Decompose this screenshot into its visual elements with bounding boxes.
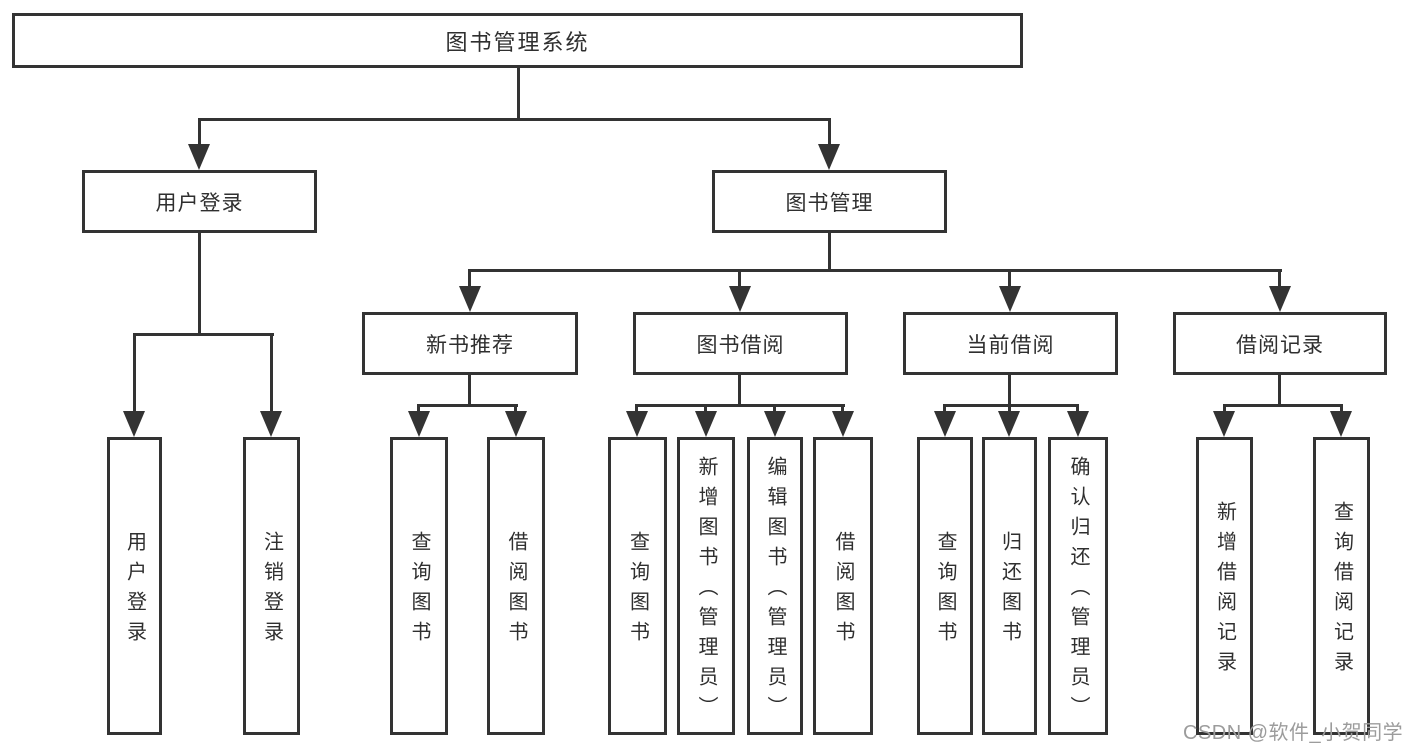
leaf-bb-add-book-admin: 新增图书（管理员） [677, 437, 735, 735]
leaf-nb-query-books-label: 查询图书 [408, 531, 430, 651]
connector-drop-borrowing [738, 269, 741, 290]
connector-level3-rail [469, 269, 1282, 272]
leaf-user-login-label: 用户登录 [123, 531, 146, 651]
node-new-book-recommend-label: 新书推荐 [426, 333, 514, 357]
leaf-cb-confirm-return-admin: 确认归还（管理员） [1048, 437, 1108, 735]
connector-drop-records [1278, 269, 1281, 290]
leaf-bb-add-book-admin-label: 新增图书（管理员） [695, 456, 717, 726]
node-current-borrowing-label: 当前借阅 [966, 333, 1055, 357]
connector-new-books-stem [468, 375, 471, 407]
arrowhead-book-management [818, 144, 840, 170]
leaf-bb-edit-book-admin-label: 编辑图书（管理员） [764, 456, 786, 726]
connector-user-login-rail [133, 333, 274, 336]
connector-new-books-rail [417, 404, 518, 407]
arrowhead-current [999, 286, 1021, 312]
connector-borrowing-rail [635, 404, 845, 407]
arrowhead-bb-query [626, 411, 648, 437]
connector-drop-leaf-logout [270, 333, 273, 413]
connector-drop-nb-borrow [514, 404, 517, 414]
connector-records-rail [1223, 404, 1343, 407]
node-book-borrowing: 图书借阅 [633, 312, 848, 375]
connector-drop-rec-query [1340, 404, 1343, 414]
connector-drop-cb-query [943, 404, 946, 414]
csdn-watermark: CSDN @软件_小贺同学 [1183, 722, 1404, 744]
connector-root-stem [517, 68, 520, 120]
leaf-bb-edit-book-admin: 编辑图书（管理员） [747, 437, 803, 735]
connector-user-login-stem [198, 233, 201, 335]
connector-borrowing-stem [738, 375, 741, 407]
connector-drop-cb-return [1008, 404, 1011, 414]
arrowhead-bb-edit [764, 411, 786, 437]
node-borrowing-records-label: 借阅记录 [1236, 333, 1324, 357]
node-user-login-label: 用户登录 [155, 191, 244, 215]
connector-drop-bb-borrow [841, 404, 844, 414]
connector-drop-bb-add [704, 404, 707, 414]
connector-drop-leaf-login [133, 333, 136, 413]
arrowhead-user-login [188, 144, 210, 170]
arrowhead-bb-add [695, 411, 717, 437]
leaf-cb-return-books: 归还图书 [982, 437, 1037, 735]
leaf-rec-add-borrow-record-label: 新增借阅记录 [1213, 501, 1236, 681]
leaf-rec-query-borrow-record: 查询借阅记录 [1313, 437, 1370, 735]
arrowhead-records [1269, 286, 1291, 312]
leaf-rec-add-borrow-record: 新增借阅记录 [1196, 437, 1253, 735]
leaf-nb-query-books: 查询图书 [390, 437, 448, 735]
arrowhead-cb-confirm [1067, 411, 1089, 437]
leaf-bb-query-books-label: 查询图书 [626, 531, 649, 651]
leaf-bb-query-books: 查询图书 [608, 437, 667, 735]
leaf-logout-label: 注销登录 [260, 531, 283, 651]
arrowhead-leaf-logout [260, 411, 282, 437]
leaf-nb-borrow-books-label: 借阅图书 [505, 531, 527, 651]
leaf-user-login: 用户登录 [107, 437, 162, 735]
connector-drop-user-login [198, 118, 201, 146]
node-library-management-system: 图书管理系统 [12, 13, 1023, 68]
connector-drop-new-books [468, 269, 471, 290]
connector-drop-nb-query [417, 404, 420, 414]
arrowhead-cb-query [934, 411, 956, 437]
node-book-management-label: 图书管理 [785, 191, 874, 215]
leaf-nb-borrow-books: 借阅图书 [487, 437, 545, 735]
connector-drop-bb-edit [773, 404, 776, 414]
node-book-borrowing-label: 图书借阅 [696, 333, 785, 357]
arrowhead-rec-query [1330, 411, 1352, 437]
leaf-bb-borrow-books-label: 借阅图书 [832, 531, 854, 651]
connector-drop-cb-confirm [1076, 404, 1079, 414]
connector-records-stem [1278, 375, 1281, 407]
arrowhead-rec-add [1213, 411, 1235, 437]
leaf-cb-return-books-label: 归还图书 [998, 531, 1021, 651]
node-new-book-recommend: 新书推荐 [362, 312, 578, 375]
leaf-logout: 注销登录 [243, 437, 300, 735]
leaf-rec-query-borrow-record-label: 查询借阅记录 [1330, 501, 1353, 681]
arrowhead-cb-return [998, 411, 1020, 437]
arrowhead-borrowing [729, 286, 751, 312]
arrowhead-nb-query [408, 411, 430, 437]
leaf-bb-borrow-books: 借阅图书 [813, 437, 873, 735]
connector-level2-rail [198, 118, 831, 121]
leaf-cb-confirm-return-admin-label: 确认归还（管理员） [1067, 456, 1089, 726]
connector-current-rail [943, 404, 1079, 407]
arrowhead-bb-borrow [832, 411, 854, 437]
connector-book-management-stem [828, 233, 831, 272]
arrowhead-nb-borrow [505, 411, 527, 437]
leaf-cb-query-books-label: 查询图书 [934, 531, 956, 651]
node-current-borrowing: 当前借阅 [903, 312, 1118, 375]
arrowhead-leaf-login [123, 411, 145, 437]
node-book-management: 图书管理 [712, 170, 947, 233]
connector-drop-book-management [828, 118, 831, 146]
connector-drop-rec-add [1223, 404, 1226, 414]
node-borrowing-records: 借阅记录 [1173, 312, 1387, 375]
arrowhead-new-books [459, 286, 481, 312]
connector-current-stem [1008, 375, 1011, 407]
leaf-cb-query-books: 查询图书 [917, 437, 973, 735]
connector-drop-bb-query [635, 404, 638, 414]
node-user-login: 用户登录 [82, 170, 317, 233]
node-library-management-system-label: 图书管理系统 [445, 29, 590, 55]
connector-drop-current [1008, 269, 1011, 290]
